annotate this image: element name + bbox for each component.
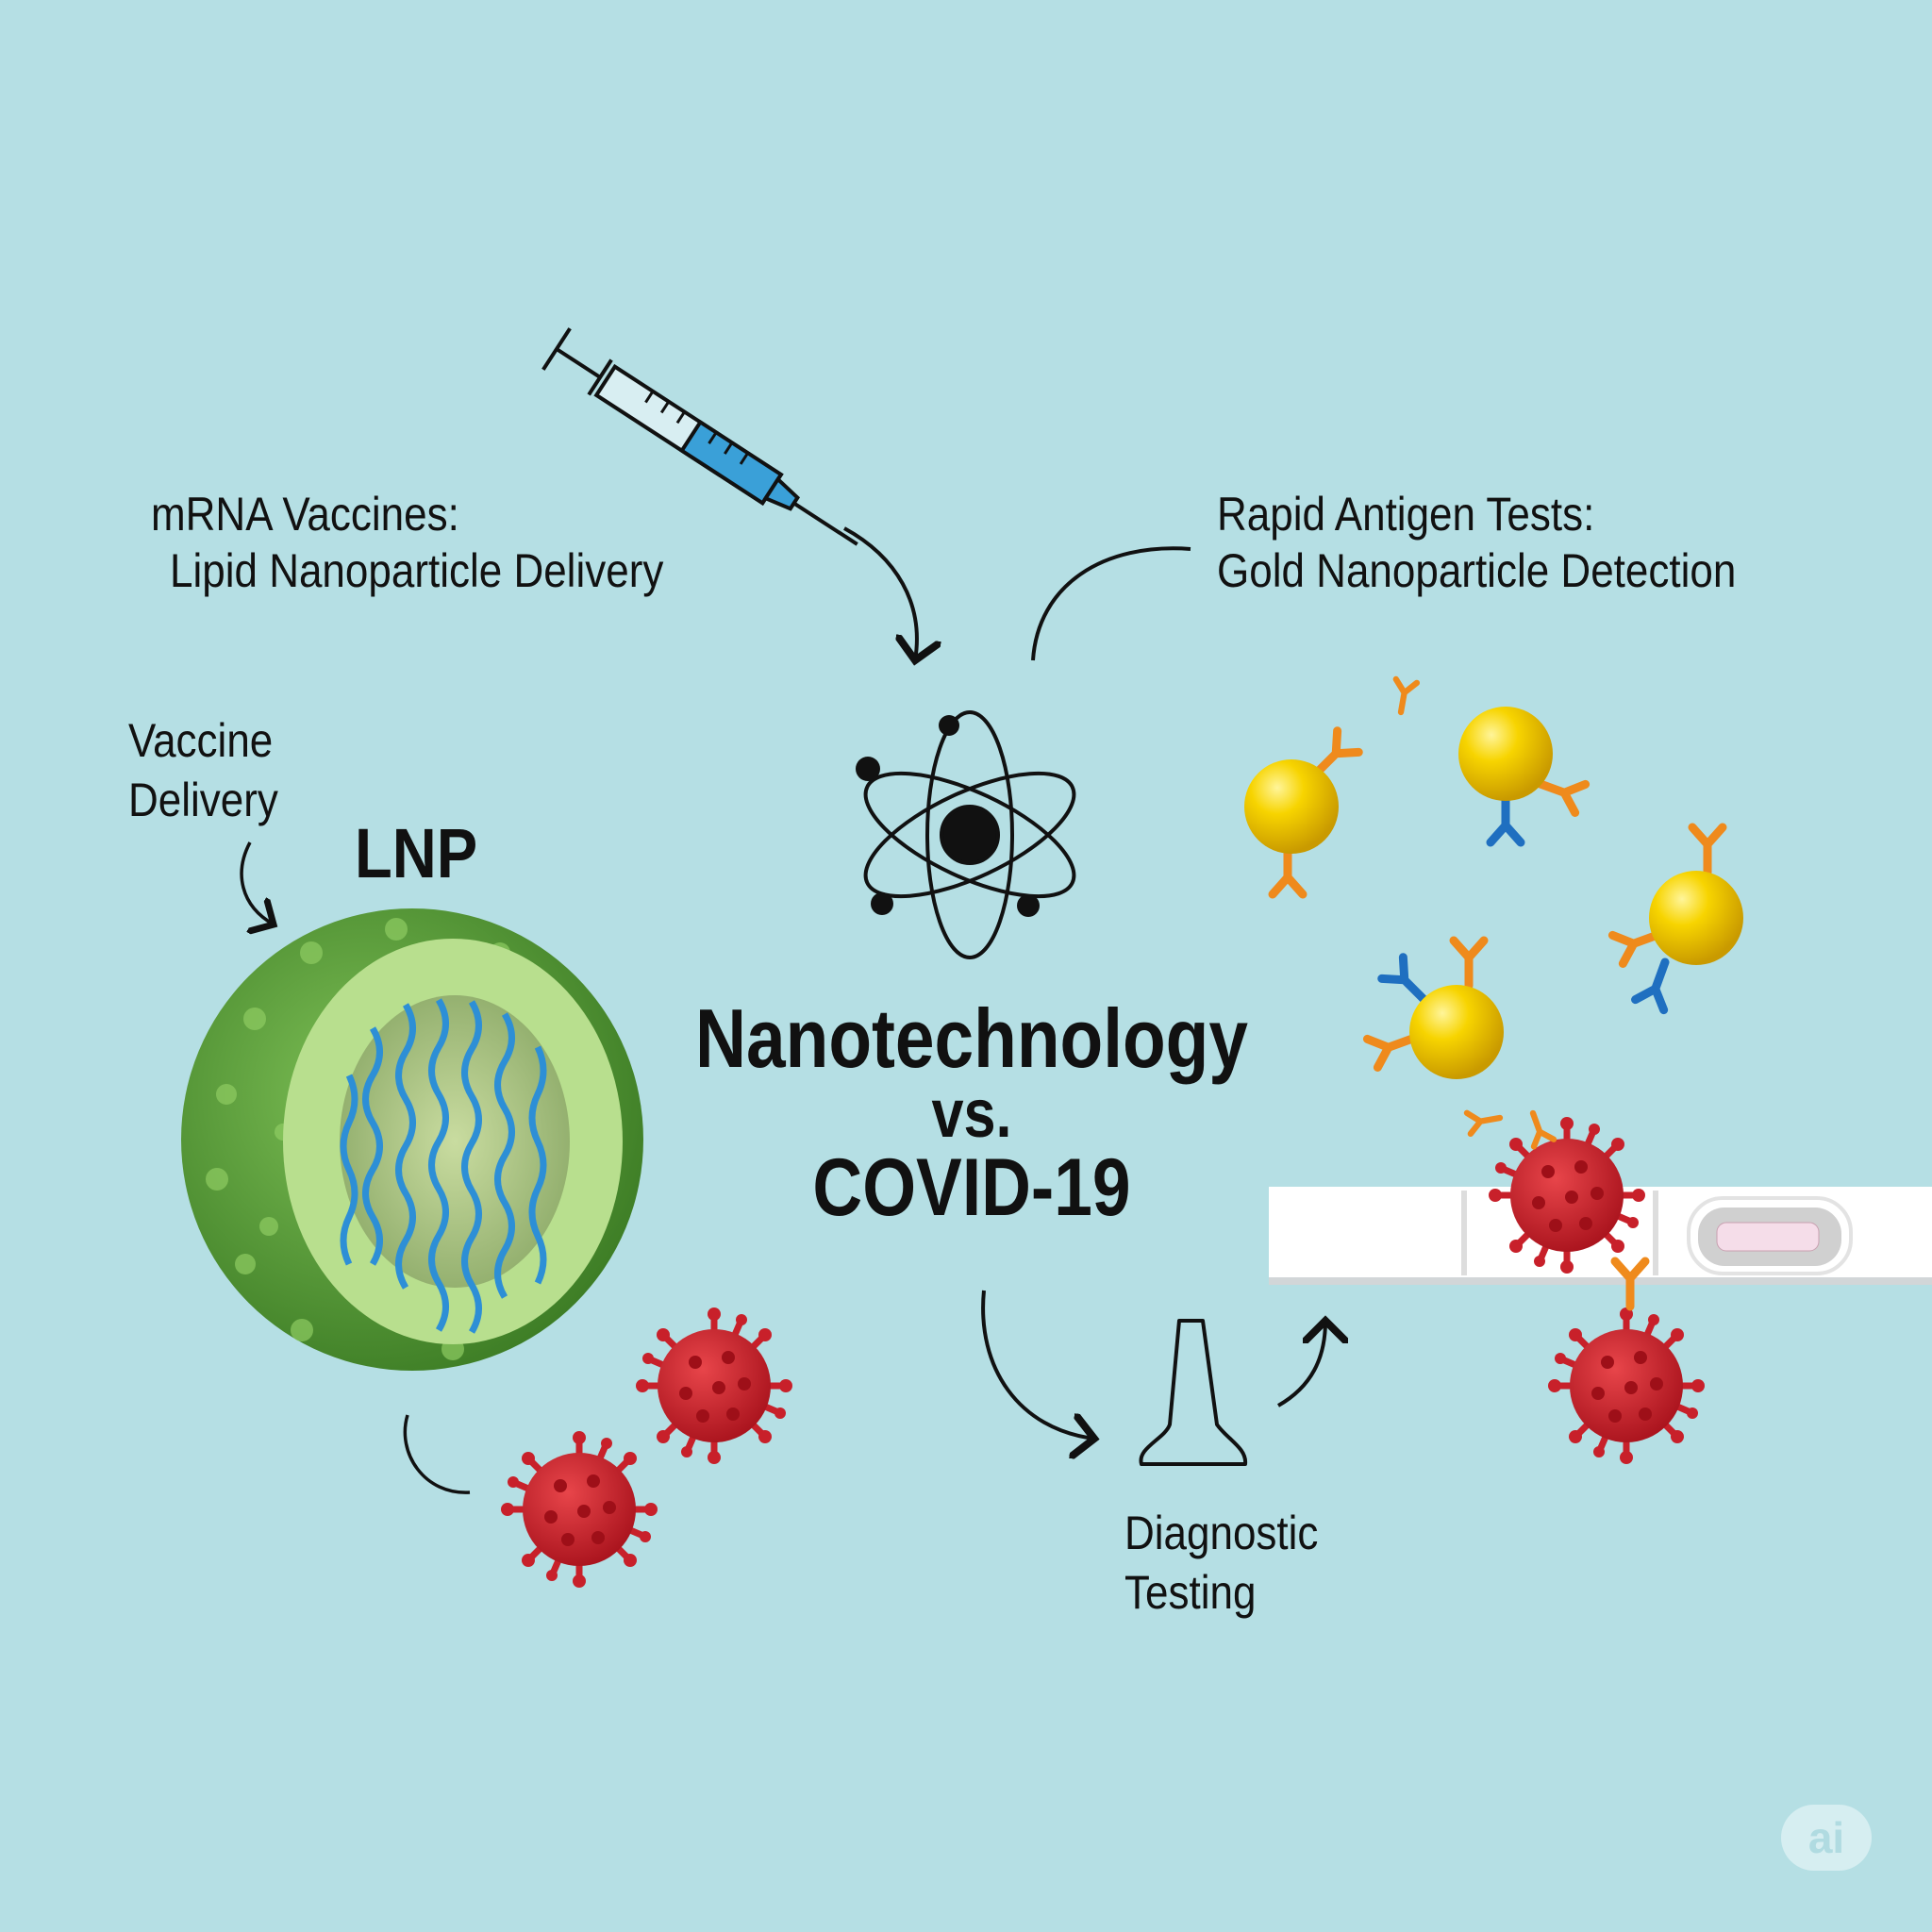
nasal-swab-icon <box>1139 1319 1248 1466</box>
diagnostic-label-line1: Diagnostic <box>1124 1507 1319 1559</box>
mrna-caption-line2: Lipid Nanoparticle Delivery <box>170 544 664 597</box>
ai-watermark: ai <box>1781 1805 1872 1871</box>
lipid-nanoparticle-illustration <box>181 908 643 1371</box>
virus-icon <box>1548 1307 1705 1464</box>
arrow-lnp-curve <box>403 1414 471 1494</box>
title-line3: COVID-19 <box>812 1142 1131 1233</box>
title-line2: vs. <box>931 1076 1012 1152</box>
atom-icon <box>856 710 1076 959</box>
arrow-vaccine-to-lnp <box>240 841 274 924</box>
vaccine-label-line1: Vaccine <box>128 714 274 767</box>
arrow-atom-to-antigen <box>1031 546 1191 661</box>
gold-nanoparticles <box>1244 679 1743 1146</box>
mrna-caption-line1: mRNA Vaccines: <box>151 488 459 541</box>
vaccine-label-line2: Delivery <box>128 774 278 826</box>
arrow-syringe-to-atom <box>843 526 917 660</box>
virus-icon <box>501 1431 658 1588</box>
arrow-nose-to-strip <box>1277 1321 1325 1407</box>
syringe-icon <box>541 327 858 546</box>
diagnostic-label-line2: Testing <box>1124 1566 1257 1619</box>
title-line1: Nanotechnology <box>695 991 1248 1085</box>
arrow-title-to-nose <box>981 1290 1094 1439</box>
lnp-label: LNP <box>355 814 478 892</box>
antigen-caption-line2: Gold Nanoparticle Detection <box>1217 544 1737 597</box>
antigen-caption-line1: Rapid Antigen Tests: <box>1217 488 1595 541</box>
virus-icon <box>636 1307 792 1464</box>
